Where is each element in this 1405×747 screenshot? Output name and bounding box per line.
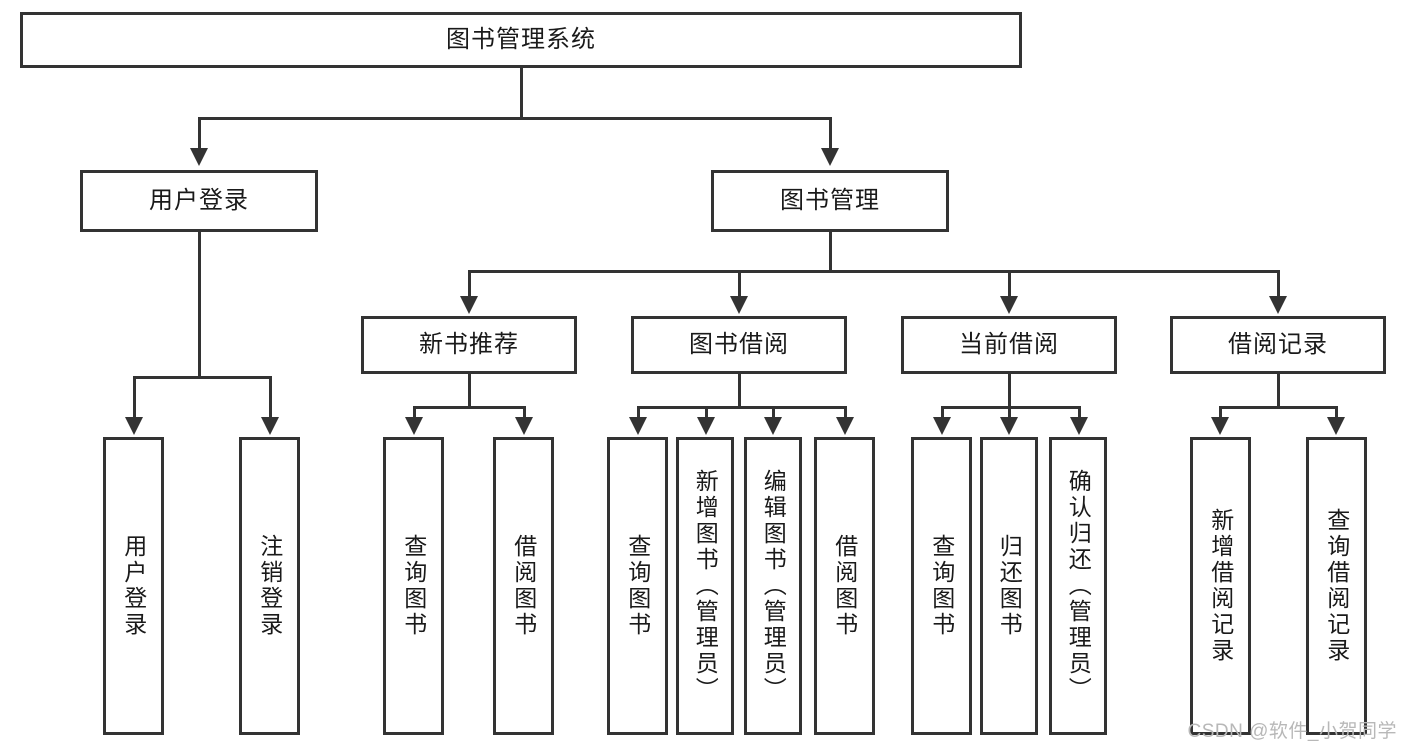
node-leaf-query-book-3[interactable]: 查询图书 [911,437,972,735]
node-leaf-borrow-book-1-label: 借阅图书 [510,534,537,638]
connector-drop-current-borrow [1008,270,1011,298]
arrow-borrow-book-1 [515,417,533,435]
node-leaf-edit-book[interactable]: 编辑图书（管理员） [744,437,802,735]
connector-level3-bus [468,270,1280,273]
node-current-borrow[interactable]: 当前借阅 [901,316,1117,374]
arrow-borrow-book-2 [836,417,854,435]
node-leaf-add-record-label: 新增借阅记录 [1207,508,1234,664]
connector-user-login-stem [198,232,201,376]
node-leaf-query-book-1-label: 查询图书 [400,534,427,638]
arrow-query-book-3 [933,417,951,435]
connector-drop-query-record [1335,406,1338,419]
connector-drop-borrow-book-1 [523,406,526,419]
connector-drop-edit-book [772,406,775,419]
node-book-borrow-label: 图书借阅 [689,330,789,358]
arrow-user-login [190,148,208,166]
connector-drop-add-record [1219,406,1222,419]
connector-drop-book-borrow [738,270,741,298]
node-leaf-query-book-1[interactable]: 查询图书 [383,437,444,735]
connector-drop-borrow-book-2 [844,406,847,419]
node-leaf-return-book[interactable]: 归还图书 [980,437,1038,735]
node-leaf-query-record[interactable]: 查询借阅记录 [1306,437,1367,735]
connector-borrow-record-bus [1219,406,1338,409]
node-leaf-user-login-label: 用户登录 [120,534,147,638]
node-user-login-label: 用户登录 [149,186,249,214]
connector-book-borrow-stem [738,374,741,406]
node-leaf-return-book-label: 归还图书 [996,534,1023,638]
arrow-add-book [697,417,715,435]
arrow-new-book-rec [460,296,478,314]
arrow-query-book-1 [405,417,423,435]
node-user-login[interactable]: 用户登录 [80,170,318,232]
connector-drop-leaf-logout-login [269,376,272,419]
connector-drop-query-book-3 [941,406,944,419]
arrow-current-borrow [1000,296,1018,314]
arrow-query-record [1327,417,1345,435]
node-leaf-add-book[interactable]: 新增图书（管理员） [676,437,734,735]
node-leaf-edit-book-label: 编辑图书（管理员） [760,469,787,703]
connector-drop-add-book [705,406,708,419]
arrow-leaf-logout-login [261,417,279,435]
arrow-edit-book [764,417,782,435]
node-root[interactable]: 图书管理系统 [20,12,1022,68]
connector-drop-user-login [198,117,201,150]
connector-new-book-rec-stem [468,374,471,406]
connector-level1-bus [198,117,832,120]
connector-book-manage-stem [829,232,832,270]
connector-drop-new-book-rec [468,270,471,298]
arrow-book-manage [821,148,839,166]
connector-drop-query-book-2 [637,406,640,419]
node-leaf-add-record[interactable]: 新增借阅记录 [1190,437,1251,735]
node-leaf-add-book-label: 新增图书（管理员） [692,469,719,703]
connector-drop-query-book-1 [413,406,416,419]
node-current-borrow-label: 当前借阅 [959,330,1059,358]
node-borrow-record-label: 借阅记录 [1228,330,1328,358]
node-leaf-confirm-return-label: 确认归还（管理员） [1065,469,1092,703]
node-leaf-borrow-book-2-label: 借阅图书 [831,534,858,638]
arrow-add-record [1211,417,1229,435]
connector-drop-return-book [1008,406,1011,419]
connector-drop-borrow-record [1277,270,1280,298]
connector-current-borrow-stem [1008,374,1011,406]
node-new-book-rec-label: 新书推荐 [419,330,519,358]
arrow-leaf-user-login [125,417,143,435]
node-book-manage[interactable]: 图书管理 [711,170,949,232]
connector-current-borrow-bus [941,406,1081,409]
node-leaf-query-book-3-label: 查询图书 [928,534,955,638]
node-borrow-record[interactable]: 借阅记录 [1170,316,1386,374]
node-leaf-logout-login-label: 注销登录 [256,534,283,638]
node-leaf-user-login[interactable]: 用户登录 [103,437,164,735]
connector-drop-leaf-user-login [133,376,136,419]
connector-new-book-rec-bus [413,406,526,409]
node-leaf-borrow-book-1[interactable]: 借阅图书 [493,437,554,735]
arrow-borrow-record [1269,296,1287,314]
node-leaf-query-record-label: 查询借阅记录 [1323,508,1350,664]
node-leaf-logout-login[interactable]: 注销登录 [239,437,300,735]
node-book-manage-label: 图书管理 [780,186,880,214]
arrow-confirm-return [1070,417,1088,435]
arrow-query-book-2 [629,417,647,435]
arrow-book-borrow [730,296,748,314]
connector-book-borrow-bus [637,406,847,409]
node-leaf-query-book-2[interactable]: 查询图书 [607,437,668,735]
node-root-label: 图书管理系统 [446,25,596,53]
node-leaf-query-book-2-label: 查询图书 [624,534,651,638]
connector-drop-confirm-return [1078,406,1081,419]
connector-root-stem [520,68,523,117]
connector-borrow-record-stem [1277,374,1280,406]
connector-user-login-bus [133,376,272,379]
node-new-book-rec[interactable]: 新书推荐 [361,316,577,374]
connector-drop-book-manage [829,117,832,150]
node-leaf-confirm-return[interactable]: 确认归还（管理员） [1049,437,1107,735]
watermark-text: CSDN @软件_小贺同学 [1187,721,1397,742]
node-book-borrow[interactable]: 图书借阅 [631,316,847,374]
arrow-return-book [1000,417,1018,435]
node-leaf-borrow-book-2[interactable]: 借阅图书 [814,437,875,735]
